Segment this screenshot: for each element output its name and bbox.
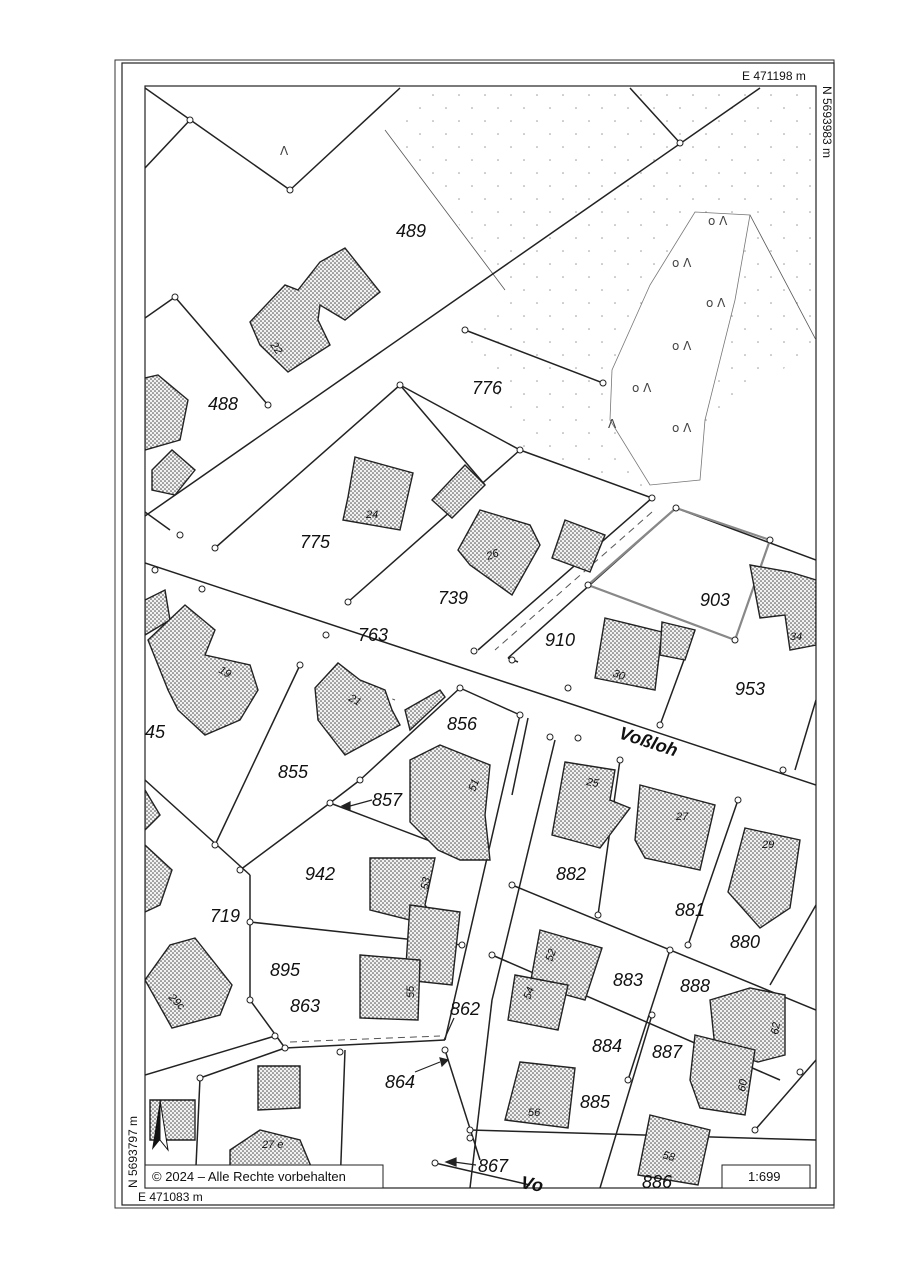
house-21: 21 bbox=[346, 692, 363, 709]
map-frame bbox=[121, 62, 835, 1206]
house-27e: 27 e bbox=[261, 1139, 283, 1151]
parcel-855: 855 bbox=[278, 762, 309, 782]
parcel-953: 953 bbox=[735, 679, 765, 699]
house-24: 24 bbox=[365, 509, 378, 521]
parcel-776: 776 bbox=[472, 378, 503, 398]
svg-text:o Λ: o Λ bbox=[672, 421, 692, 435]
tree-strip bbox=[609, 211, 751, 486]
svg-text:Λ: Λ bbox=[280, 144, 289, 158]
house-58: 58 bbox=[661, 1149, 677, 1164]
parcel-888: 888 bbox=[680, 976, 710, 996]
parcel-886: 886 bbox=[642, 1172, 673, 1192]
parcel-864: 864 bbox=[385, 1072, 415, 1092]
street-name-partial: Vo bbox=[519, 1172, 544, 1196]
parcel-867: 867 bbox=[478, 1156, 509, 1176]
parcel-903: 903 bbox=[700, 590, 730, 610]
svg-text:o Λ: o Λ bbox=[672, 339, 692, 353]
tree-symbols: Λ o Λ o Λ o Λ o Λ o Λ o Λ Λ bbox=[280, 144, 728, 435]
house-56: 56 bbox=[528, 1107, 541, 1119]
coord-bottom-left-easting: E 471083 m bbox=[138, 1190, 203, 1204]
house-51: 51 bbox=[467, 777, 482, 793]
coord-top-right-easting: E 471198 m bbox=[742, 69, 806, 83]
parcel-942: 942 bbox=[305, 864, 335, 884]
map-content: Λ o Λ o Λ o Λ o Λ o Λ o Λ Λ bbox=[145, 87, 816, 1188]
svg-text:o Λ: o Λ bbox=[672, 256, 692, 270]
house-29: 29 bbox=[761, 839, 774, 851]
boundary-points bbox=[151, 116, 804, 1167]
parcel-895: 895 bbox=[270, 960, 301, 980]
parcel-775: 775 bbox=[300, 532, 331, 552]
parcel-739: 739 bbox=[438, 588, 468, 608]
parcel-labels: 489 488 776 775 739 763 910 903 953 856 … bbox=[145, 221, 765, 1192]
coord-right-northing: N 5693983 m bbox=[820, 86, 834, 158]
house-25: 25 bbox=[584, 776, 600, 790]
house-62: 62 bbox=[769, 1021, 783, 1035]
scale-text: 1:699 bbox=[748, 1169, 781, 1184]
parcel-880: 880 bbox=[730, 932, 760, 952]
parcel-910: 910 bbox=[545, 630, 575, 650]
parcel-857: 857 bbox=[372, 790, 403, 810]
house-19: 19 bbox=[217, 664, 234, 681]
buildings bbox=[145, 247, 816, 1188]
svg-text:o Λ: o Λ bbox=[706, 296, 726, 310]
parcel-488: 488 bbox=[208, 394, 238, 414]
house-54: 54 bbox=[522, 985, 537, 1001]
parcel-45: 45 bbox=[145, 722, 166, 742]
house-55: 55 bbox=[405, 985, 417, 998]
house-60: 60 bbox=[736, 1078, 750, 1093]
parcel-863: 863 bbox=[290, 996, 320, 1016]
parcel-887: 887 bbox=[652, 1042, 683, 1062]
house-26: 26 bbox=[484, 547, 501, 563]
north-arrow-icon bbox=[152, 1099, 169, 1152]
parcel-763: 763 bbox=[358, 625, 388, 645]
parcel-882: 882 bbox=[556, 864, 586, 884]
svg-text:o Λ: o Λ bbox=[708, 214, 728, 228]
copyright-box bbox=[144, 1164, 384, 1189]
svg-text:Λ: Λ bbox=[608, 417, 617, 431]
parcel-884: 884 bbox=[592, 1036, 622, 1056]
house-52: 52 bbox=[544, 947, 559, 963]
parcel-719: 719 bbox=[210, 906, 240, 926]
house-27: 27 bbox=[675, 811, 689, 823]
parcel-862: 862 bbox=[450, 999, 480, 1019]
copyright-text: © 2024 – Alle Rechte vorbehalten bbox=[152, 1169, 346, 1184]
arrows bbox=[340, 799, 477, 1167]
parcel-881: 881 bbox=[675, 900, 705, 920]
parcel-489: 489 bbox=[396, 221, 426, 241]
svg-text:o Λ: o Λ bbox=[632, 381, 652, 395]
house-53: 53 bbox=[419, 876, 433, 891]
house-30: 30 bbox=[611, 668, 627, 684]
scale-box bbox=[721, 1164, 811, 1189]
parcel-883: 883 bbox=[613, 970, 643, 990]
coord-left-northing: N 5693797 m bbox=[126, 1116, 140, 1188]
parcel-885: 885 bbox=[580, 1092, 611, 1112]
house-34: 34 bbox=[790, 631, 802, 643]
parcel-856: 856 bbox=[447, 714, 478, 734]
